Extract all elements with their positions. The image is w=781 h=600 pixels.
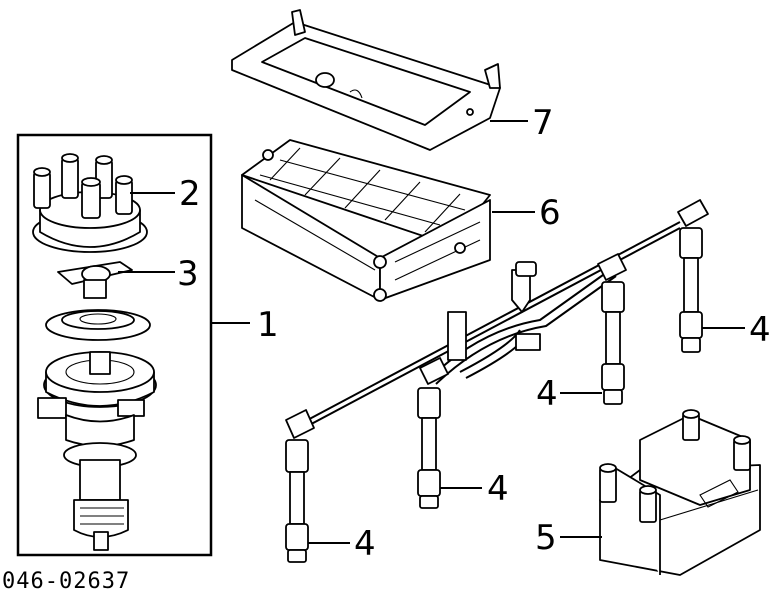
spark-plug-boot-3: [417, 357, 449, 509]
callout-5: 5: [535, 518, 557, 558]
spark-plug-boot-4: [285, 409, 315, 563]
callout-4-lower-middle: 4: [487, 469, 509, 509]
spark-plug-boot-2: [597, 253, 627, 405]
callout-1: 1: [257, 305, 279, 345]
distributor-cap: [32, 153, 148, 253]
ignition-coil: [599, 409, 761, 576]
diagram-code: 046-02637: [2, 569, 130, 594]
mounting-bracket-plate: [231, 9, 501, 151]
spark-plug-boot-1: [677, 199, 709, 353]
ignition-control-module: [241, 139, 491, 302]
callout-4-lower-left: 4: [354, 524, 376, 564]
distributor-seal: [45, 309, 151, 341]
distributor-body: [37, 351, 157, 551]
distributor-rotor: [57, 261, 133, 299]
callout-4-upper-right: 4: [749, 310, 771, 350]
callout-4-middle: 4: [536, 374, 558, 414]
callout-2: 2: [179, 174, 201, 214]
distributor-group-box: [16, 133, 250, 557]
callout-7: 7: [532, 103, 554, 143]
callout-6: 6: [539, 193, 561, 233]
callout-3: 3: [177, 254, 199, 294]
